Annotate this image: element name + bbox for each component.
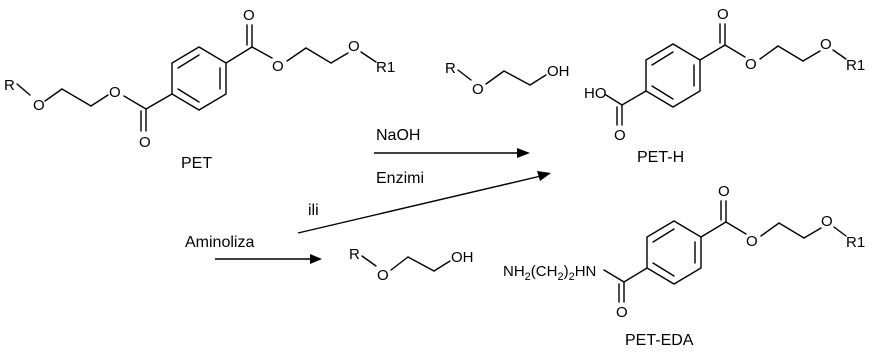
- reagent-or: ili: [308, 202, 319, 219]
- pet-o-ester-left: O: [109, 84, 121, 101]
- pet-r-left: R: [4, 77, 15, 94]
- arrows: NaOH Enzimi ili Aminoliza: [185, 127, 551, 264]
- pet-o-r1: O: [348, 38, 360, 55]
- arrow-diagonal: [297, 175, 542, 234]
- pet-eda-structure: NH2(CH2)2HN O O O O R1 PET-EDA: [503, 183, 865, 349]
- glycol-bottom-r: R: [349, 246, 360, 263]
- pet-h-r1: R1: [846, 57, 865, 74]
- pet-eda-o-amide: O: [616, 304, 628, 321]
- pet-h-o-ester: O: [745, 56, 757, 73]
- pet-h-o-carbonyl-ester: O: [717, 6, 729, 23]
- pet-r1: R1: [376, 59, 395, 76]
- pet-eda-amine: NH2(CH2)2HN: [503, 263, 596, 283]
- pet-h-structure: HO O O O O R1 PET-H: [584, 6, 865, 166]
- glycol-top-o: O: [472, 81, 484, 98]
- pet-h-ho: HO: [584, 85, 607, 102]
- pet-eda-label: PET-EDA: [625, 332, 694, 349]
- glycol-bottom-structure: R O OH: [349, 246, 474, 284]
- pet-h-o-carbonyl-acid: O: [614, 127, 626, 144]
- glycol-top-structure: R O OH: [445, 60, 570, 98]
- pet-label: PET: [181, 155, 212, 172]
- pet-structure: R O O O O O O R1 PET: [4, 7, 395, 172]
- pet-eda-o-carbonyl-ester: O: [718, 183, 730, 200]
- glycol-bottom-oh: OH: [451, 249, 474, 266]
- reagent-aminolysis: Aminoliza: [185, 234, 254, 251]
- glycol-top-oh: OH: [547, 63, 570, 80]
- pet-o-carbonyl-right: O: [243, 7, 255, 24]
- reagent-enzymes: Enzimi: [376, 170, 424, 187]
- pet-o-ester-right: O: [272, 58, 284, 75]
- pet-eda-o-ester: O: [746, 233, 758, 250]
- glycol-bottom-o: O: [377, 267, 389, 284]
- reagent-naoh: NaOH: [376, 127, 420, 144]
- pet-eda-r1: R1: [846, 234, 865, 251]
- pet-o-ether-left: O: [33, 97, 45, 114]
- pet-o-carbonyl-left: O: [139, 134, 151, 151]
- pet-eda-o-r1: O: [821, 213, 833, 230]
- pet-h-label: PET-H: [637, 149, 684, 166]
- pet-h-o-r1: O: [820, 36, 832, 53]
- glycol-top-r: R: [445, 60, 456, 77]
